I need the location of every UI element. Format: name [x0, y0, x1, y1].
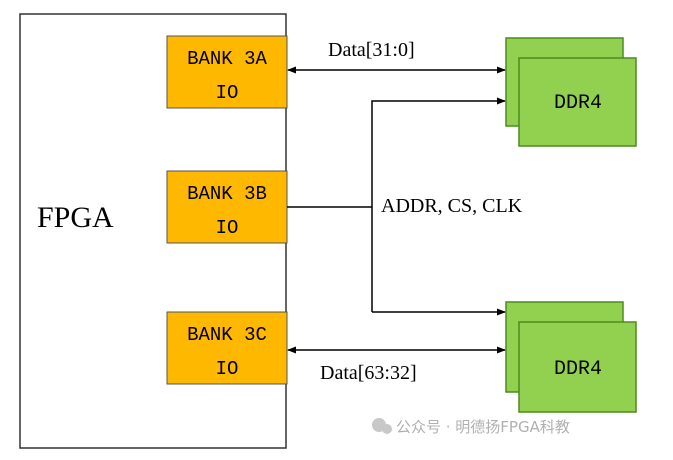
watermark-text: 公众号 · 明德扬FPGA科教: [396, 418, 570, 436]
bank-3a: BANK 3A IO: [166, 35, 288, 109]
fpga-label: FPGA: [37, 201, 114, 234]
bank-3a-name: BANK 3A: [187, 48, 267, 70]
bank-3c-name: BANK 3C: [187, 324, 267, 346]
bank-3c-io: IO: [216, 358, 239, 380]
ddr4-bottom-label: DDR4: [554, 358, 602, 381]
addr-bus: [287, 97, 506, 316]
bank-3a-io: IO: [216, 82, 239, 104]
ddr4-top-label: DDR4: [554, 92, 602, 115]
bank-3b-name: BANK 3B: [187, 183, 267, 205]
addr-label: ADDR, CS, CLK: [381, 195, 523, 217]
bank-3b-io: IO: [216, 217, 239, 239]
bank-3c: BANK 3C IO: [166, 311, 288, 385]
data-top-label: Data[31:0]: [328, 39, 415, 61]
ddr4-top: DDR4: [505, 37, 637, 147]
data-bottom-label: Data[63:32]: [320, 362, 417, 384]
watermark: 公众号 · 明德扬FPGA科教: [372, 418, 570, 436]
bank-3b: BANK 3B IO: [166, 170, 288, 244]
ddr4-bottom: DDR4: [505, 301, 637, 413]
